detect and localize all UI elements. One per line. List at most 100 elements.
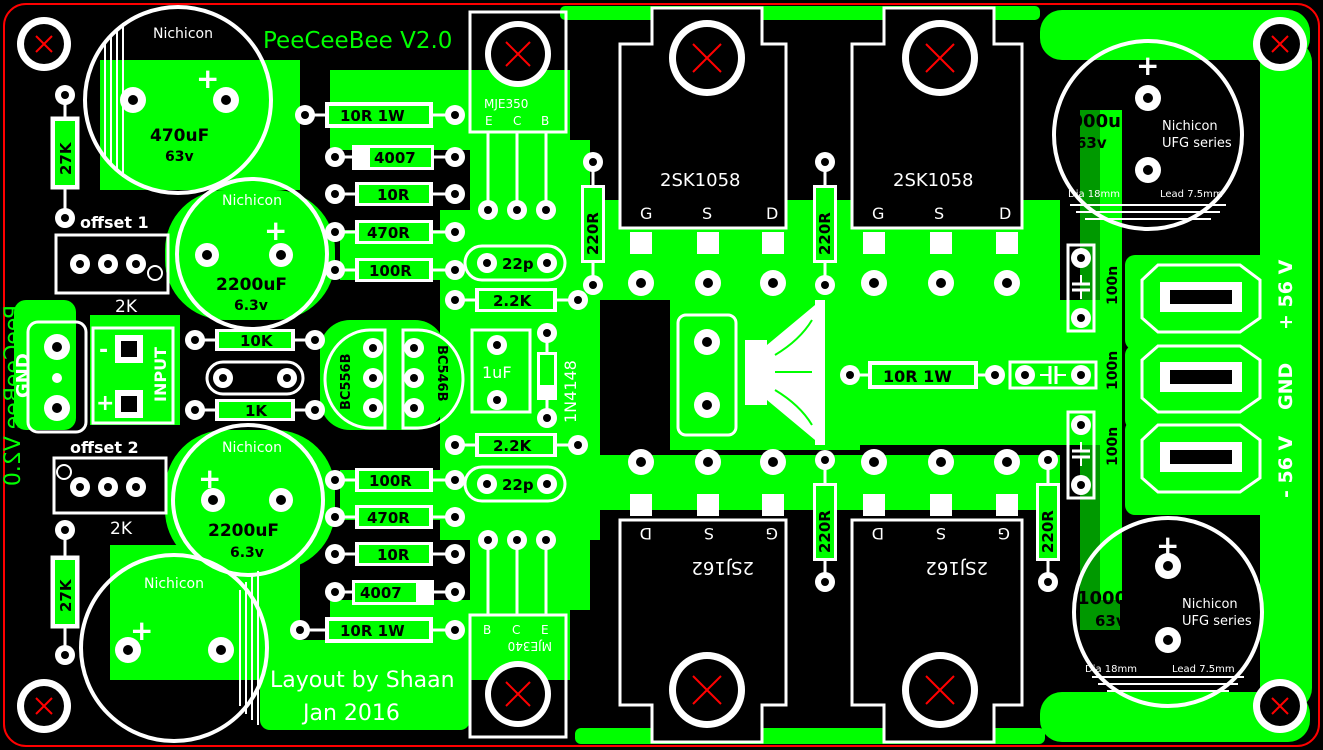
mounting-hole-tl [17,17,71,71]
resistor-10k: 10K [185,329,325,351]
cap-value: 100n [1105,351,1121,390]
pin-c: C [513,114,521,128]
pin-d: D [640,524,652,543]
cap-voltage: 63v [1076,134,1107,152]
supply-terminal-pos [1140,263,1262,334]
input-plus: + [96,391,114,416]
cap-brand: Nichicon [222,193,282,209]
cap-value: 1uF [482,363,512,382]
capacitor-1000uf-bottom: + 1000uF 63v Nichicon UFG series Dia 18m… [1072,516,1264,708]
cap-brand: Nichicon [222,440,282,456]
diode-value: 4007 [374,149,416,167]
resistor-220r-4: 220R [1036,450,1060,592]
gnd-terminal-left: GND [13,320,88,434]
capacitor-100n-bottom: 100n [1066,410,1121,500]
transistor-name: MJE350 [484,97,528,111]
cap-value: 100n [1105,427,1121,466]
cap-dia: Dia 18mm [1068,189,1120,200]
pin-d: D [766,204,778,223]
resistor-220r-2: 220R [813,152,837,295]
resistor-value: 100R [369,472,412,490]
transistor-name: MJE340 [508,639,552,653]
cap-value: 22p [502,255,534,273]
resistor-10r-top: 10R [325,182,465,206]
pin-d: D [872,524,884,543]
resistor-value: 10R 1W [340,622,405,640]
cap-value: 2200uF [216,275,287,295]
mosfet-2sk1058-2: 2SK1058 G S D [850,6,1024,296]
resistor-value: 2.2K [493,437,533,455]
resistor-10r-1w-bottom: 10R 1W [290,617,465,643]
capacitor-1000uf-top: + 1000uF 63v Nichicon UFG series Dia 18m… [1052,39,1244,231]
diode-4007-top: 4007 [325,145,465,170]
mosfet-2sk1058-1: 2SK1058 G S D [618,6,788,296]
mosfet-name: 2SK1058 [660,170,741,191]
pin-g: G [766,524,778,543]
mosfet-name: 2SK1058 [893,170,974,191]
pin-g: G [998,524,1010,543]
pin-c: C [512,623,520,637]
resistor-220r-1: 220R [581,152,605,295]
capacitor-470uf-top: Nichicon + 470uF 63v [83,5,273,195]
resistor-value: 10R 1W [883,367,952,386]
resistor-value: 470R [367,509,410,527]
pin-s: S [702,204,712,223]
cap-plus: + [264,214,287,247]
cap-series: UFG series [1162,136,1232,151]
cap-lead: Lead 7.5mm [1172,664,1235,675]
pin-s: S [704,524,714,543]
pin-d: D [999,204,1011,223]
resistor-10r-bottom: 10R [325,542,465,566]
supply-terminal-gnd [1140,344,1262,414]
credit-label: Layout by Shaan [270,668,455,693]
resistor-value: 10K [240,332,274,350]
cap-brand: Nichicon [1162,119,1218,134]
capacitor-100p: 100p [205,360,305,396]
pin-s: S [934,204,944,223]
cap-plus: + [196,62,219,95]
resistor-470r-bottom: 470R [325,505,465,529]
capacitor-22p-top: 22p [463,244,567,282]
resistor-value: 100R [369,262,412,280]
trimmer-value: 2K [110,519,133,539]
board-outline [3,3,1320,747]
capacitor-100n-output: 100n [1008,351,1121,390]
cap-voltage: 63v [165,149,194,165]
transistor-mje350: MJE350 E C B [468,10,568,220]
resistor-value: 220R [584,212,602,255]
trimmer-offset-1: offset 1 2K [54,213,170,317]
capacitor-1uf: 1uF [470,328,532,414]
resistor-100r-bottom: 100R [325,468,465,492]
cap-value: 2200uF [208,521,279,541]
cap-voltage: 63v [1095,612,1126,630]
trimmer-value: 2K [115,297,138,317]
diode-value: 1N4148 [561,360,580,423]
resistor-value: 470R [367,224,410,242]
supply-label-pos: + 56 V [1275,259,1297,330]
cap-value: 22p [502,476,534,494]
cap-value: 1000uF [1077,588,1152,609]
resistor-value: 27K [57,141,75,175]
resistor-2.2k-bottom: 2.2K [445,433,588,457]
date-label: Jan 2016 [301,701,400,726]
cap-voltage: 63v [160,704,189,720]
pin-g: G [872,204,884,223]
mosfet-name: 2SJ162 [691,557,754,578]
resistor-value: 1K [245,402,268,420]
cap-value: 100n [1105,266,1121,305]
cap-series: UFG series [1182,614,1252,629]
input-label: INPUT [151,347,170,402]
trimmer-label: offset 2 [70,438,139,457]
resistor-10r-1w-output: 10R 1W [840,361,1005,389]
trimmer-offset-2: offset 2 2K [52,438,168,539]
pin-b: B [541,114,549,128]
cap-brand: Nichicon [1182,597,1238,612]
trimmer-label: offset 1 [80,213,149,232]
transistor-name: BC556B [339,354,354,411]
board-title: PeeCeeBee V2.0 [263,28,452,54]
pin-e: E [485,114,493,128]
transistor-name: BC546B [434,345,449,402]
board-title-mirrored: PeeCeeBee V2.0 [1,305,26,486]
resistor-value: 10R 1W [340,107,405,125]
